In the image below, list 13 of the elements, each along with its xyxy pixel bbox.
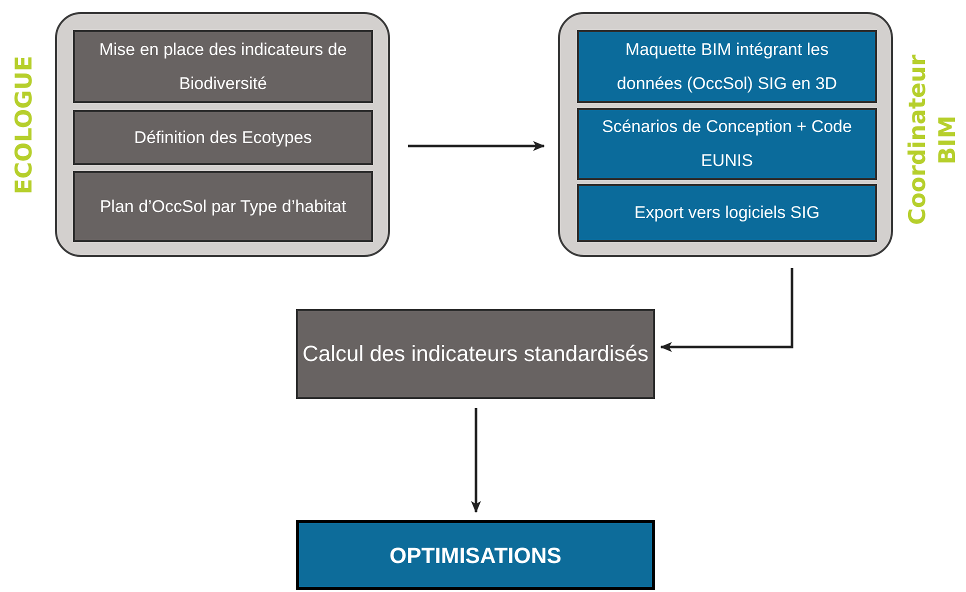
role-label: ECOLOGUE	[10, 56, 38, 194]
process-box: Plan d’OccSol par Type d’habitat	[73, 171, 373, 242]
process-box: Maquette BIM intégrant les données (OccSol) SIG en 3D	[577, 30, 877, 103]
process-box: Calcul des indicateurs standardisés	[296, 309, 655, 399]
process-box: Export vers logiciels SIG	[577, 184, 877, 242]
process-box: Définition des Ecotypes	[73, 110, 373, 165]
arrow	[408, 141, 545, 151]
role-label: Coordinateur BIM	[904, 55, 962, 225]
process-box: Scénarios de Conception + Code EUNIS	[577, 108, 877, 180]
arrow	[471, 408, 481, 513]
process-box: Mise en place des indicateurs de Biodiversité	[73, 30, 373, 103]
arrow	[660, 268, 794, 352]
result-box: OPTIMISATIONS	[296, 520, 655, 590]
